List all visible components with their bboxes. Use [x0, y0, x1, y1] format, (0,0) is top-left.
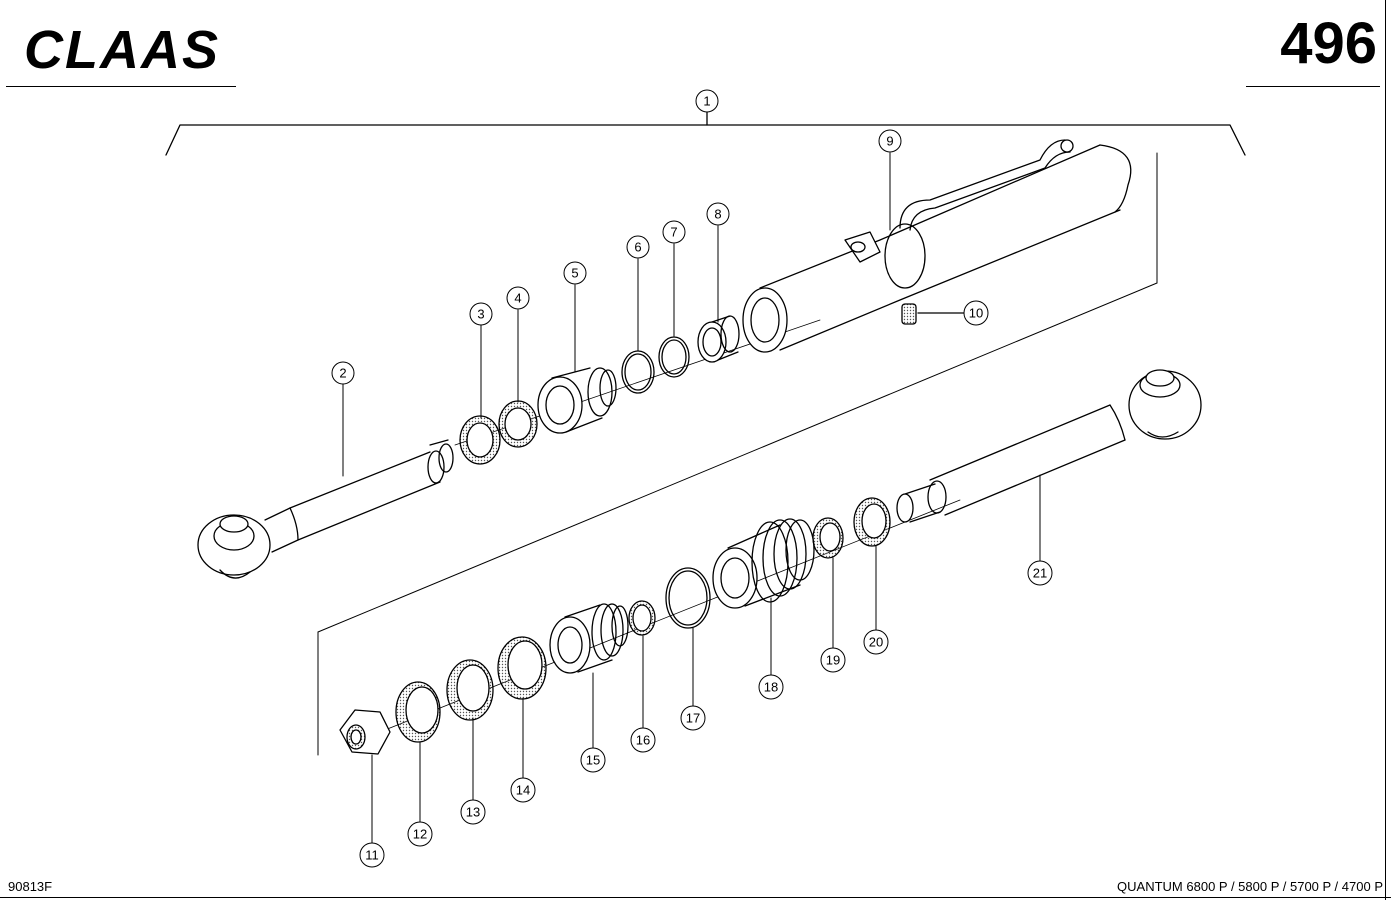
- part-12-ring: [395, 681, 441, 743]
- part-6-o-ring: [621, 350, 655, 394]
- part-13-ring: [446, 659, 494, 721]
- callout-4: 4: [506, 286, 530, 310]
- part-17-o-ring: [665, 567, 711, 629]
- assembly-bracket: [165, 111, 1246, 156]
- svg-text:10: 10: [969, 306, 983, 321]
- header-rule-right: [1246, 86, 1380, 87]
- svg-text:2: 2: [339, 366, 346, 381]
- part-3-seal: [459, 415, 501, 465]
- svg-text:20: 20: [869, 635, 883, 650]
- leader-lines: [342, 152, 1041, 844]
- svg-text:19: 19: [826, 653, 840, 668]
- callout-1: 1: [695, 89, 719, 113]
- part-5-gland: [537, 367, 617, 434]
- part-7-backup-ring: [658, 336, 690, 378]
- frame-bottom-edge: [0, 897, 1391, 898]
- svg-text:11: 11: [365, 848, 379, 863]
- svg-text:18: 18: [764, 680, 778, 695]
- part-21-rod-end: [896, 369, 1202, 523]
- part-20-ring: [853, 497, 891, 547]
- svg-text:17: 17: [686, 711, 700, 726]
- part-16-o-ring: [628, 600, 656, 636]
- callout-19: 19: [820, 647, 846, 673]
- callout-9: 9: [878, 129, 902, 153]
- callout-17: 17: [680, 705, 706, 731]
- callout-14: 14: [510, 777, 536, 803]
- callout-20: 20: [863, 629, 889, 655]
- svg-text:16: 16: [636, 733, 650, 748]
- claas-logo: CLAAS: [24, 22, 220, 74]
- header-rule-left: [6, 86, 236, 87]
- svg-text:13: 13: [466, 805, 480, 820]
- svg-text:5: 5: [571, 266, 578, 281]
- callout-11: 11: [359, 842, 385, 868]
- svg-text:4: 4: [514, 291, 521, 306]
- svg-text:1: 1: [703, 94, 710, 109]
- part-14-ring: [497, 636, 547, 700]
- callout-12: 12: [407, 821, 433, 847]
- svg-text:8: 8: [714, 207, 721, 222]
- callout-markers: 1 2 3 4 5 6 7 8 9 10 11 12 13 14 15 16 1…: [331, 89, 1053, 868]
- svg-text:9: 9: [886, 134, 893, 149]
- part-11-nut: [339, 709, 391, 755]
- drawing-code: 90813F: [8, 879, 53, 894]
- part-19-ring: [812, 517, 844, 559]
- svg-text:3: 3: [477, 307, 484, 322]
- part-4-ring: [498, 400, 538, 448]
- svg-text:15: 15: [586, 753, 600, 768]
- group-boundary: [317, 152, 1158, 756]
- frame-right-edge: [1385, 0, 1386, 900]
- claas-logo-text: CLAAS: [24, 22, 220, 74]
- model-list: QUANTUM 6800 P / 5800 P / 5700 P / 4700 …: [1117, 879, 1383, 894]
- callout-2: 2: [331, 361, 355, 385]
- callout-8: 8: [706, 202, 730, 226]
- svg-text:14: 14: [516, 783, 530, 798]
- callout-3: 3: [469, 302, 493, 326]
- part-18-piston-seal: [712, 518, 815, 609]
- callout-6: 6: [626, 235, 650, 259]
- part-9-cylinder-barrel: [742, 139, 1132, 353]
- part-10-plug: [901, 303, 965, 325]
- callout-13: 13: [460, 799, 486, 825]
- callout-21: 21: [1027, 560, 1053, 586]
- page-number: 496: [1280, 11, 1377, 76]
- part-15-piston: [549, 603, 629, 674]
- svg-text:6: 6: [634, 240, 641, 255]
- callout-10: 10: [963, 300, 989, 326]
- svg-text:7: 7: [670, 225, 677, 240]
- svg-text:12: 12: [413, 827, 427, 842]
- callout-7: 7: [662, 220, 686, 244]
- callout-5: 5: [563, 261, 587, 285]
- callout-16: 16: [630, 727, 656, 753]
- callout-15: 15: [580, 747, 606, 773]
- part-8-bushing: [697, 315, 740, 363]
- callout-18: 18: [758, 674, 784, 700]
- svg-text:21: 21: [1033, 566, 1047, 581]
- part-2-piston-rod: [197, 439, 454, 579]
